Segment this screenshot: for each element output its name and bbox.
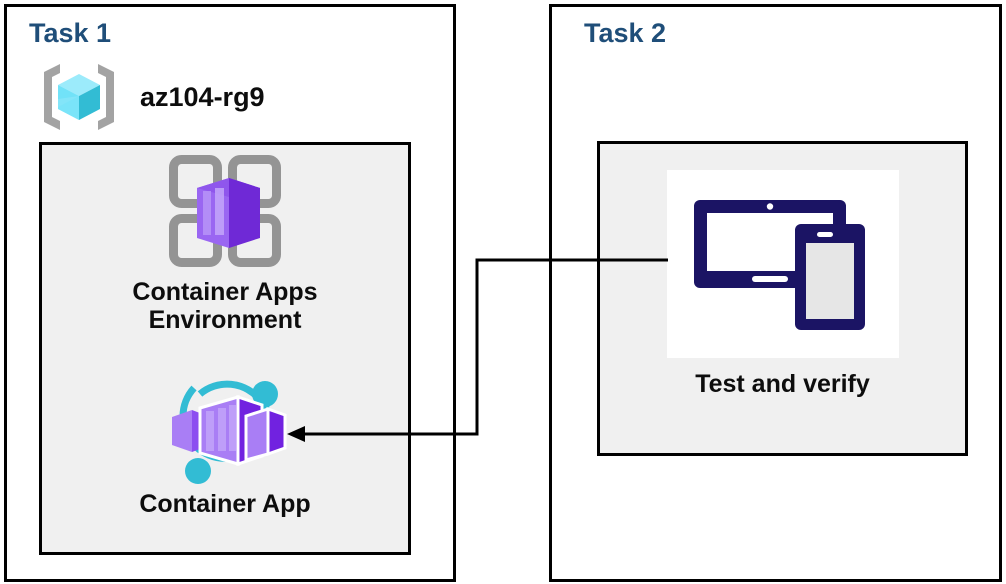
task-1-title: Task 1 xyxy=(29,18,112,48)
test-and-verify-icon xyxy=(666,170,899,358)
container-apps-environment-item: Container Apps Environment xyxy=(39,150,411,334)
container-apps-environment-icon xyxy=(163,150,287,272)
container-app-label: Container App xyxy=(139,490,311,518)
test-and-verify-label: Test and verify xyxy=(695,370,870,398)
resource-group-icon xyxy=(36,58,122,136)
test-and-verify-item: Test and verify xyxy=(597,170,968,398)
container-app-icon xyxy=(150,372,300,484)
resource-group-row: az104-rg9 xyxy=(36,58,336,136)
container-app-item: Container App xyxy=(39,372,411,518)
container-apps-environment-label: Container Apps Environment xyxy=(132,278,318,334)
task-2-title: Task 2 xyxy=(584,18,667,48)
resource-group-name: az104-rg9 xyxy=(140,81,265,112)
